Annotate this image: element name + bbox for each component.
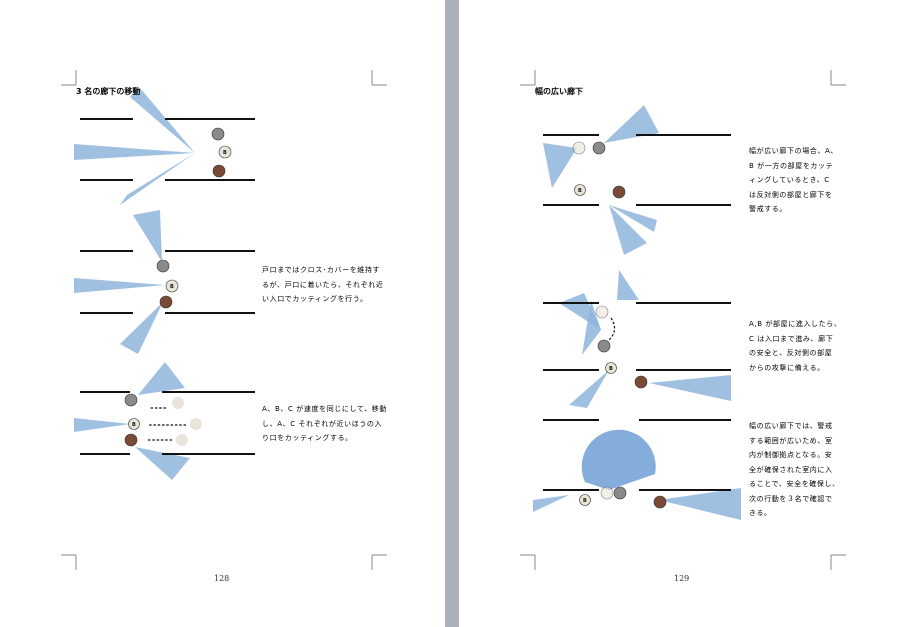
vision-cone: [74, 278, 165, 293]
page-number: 129: [674, 574, 690, 583]
vision-cone: [617, 270, 639, 300]
svg-text:B: B: [223, 150, 227, 156]
paragraph: 幅が広い廊下の場合、A、 B が一方の部屋をカッテ ィングしているとき、C は反…: [749, 147, 838, 213]
vision-cone: [604, 105, 659, 143]
operator-b: B: [165, 279, 179, 293]
vision-cone: [609, 205, 647, 255]
vision-cone: [135, 447, 190, 480]
svg-text:B: B: [583, 498, 587, 504]
operator-ghost: [572, 141, 586, 155]
operator-c: [612, 185, 626, 199]
operator-c: [212, 164, 226, 178]
vision-cone: [74, 144, 195, 160]
operator-a: [592, 141, 606, 155]
operator-c: [634, 375, 648, 389]
crop-marks: [520, 70, 846, 570]
diagram-wide-corridor-3: B: [533, 419, 741, 520]
operator-b: B: [128, 418, 140, 430]
diagram-corridor-3: B: [74, 362, 255, 480]
operator-c: [124, 433, 138, 447]
page-number: 128: [214, 574, 230, 583]
paragraph: A、B、C が速度を同じにして、移動 し、A、C それぞれが近いほうの入 り口を…: [262, 405, 387, 442]
operator-a: [124, 393, 138, 407]
vision-cone: [74, 418, 130, 432]
svg-text:B: B: [170, 284, 174, 290]
page-heading: 幅の広い廊下: [535, 87, 583, 96]
left-page: B B: [0, 0, 445, 627]
diagram-corridor-1: B: [74, 88, 255, 205]
svg-text:B: B: [578, 188, 582, 194]
operator-b: B: [574, 184, 586, 196]
operator-ghost: [600, 486, 614, 500]
vision-sector: [581, 429, 656, 490]
vision-cone: [582, 300, 601, 355]
paragraph: 戸口まではクロス･カバーを維持す るが、戸口に着いたら、それぞれ近 い入口でカッ…: [262, 266, 384, 303]
vision-cone: [533, 495, 569, 512]
ghost-positions: [172, 397, 202, 446]
left-page-diagrams: B B: [61, 70, 387, 570]
operator-a: [597, 339, 611, 353]
operator-b: B: [218, 145, 232, 159]
diagram-wide-corridor-2: B: [543, 270, 731, 408]
diagram-wide-corridor-1: B: [543, 105, 731, 255]
vision-cone: [120, 153, 195, 205]
vision-cone: [120, 302, 163, 354]
operator-a: [156, 259, 170, 273]
right-page-diagrams: B B: [520, 70, 846, 570]
operator-c: [653, 495, 667, 509]
page-heading: 3 名の廊下の移動: [76, 87, 141, 96]
vision-cone: [649, 375, 731, 401]
vision-cone: [569, 370, 609, 408]
paragraph: 幅の広い廊下では、警戒 する範囲が広いため、室 内が制御拠点となる。安 全が確保…: [749, 422, 840, 517]
svg-text:B: B: [609, 366, 613, 372]
right-page: B B: [459, 0, 900, 627]
vision-cone: [138, 362, 185, 395]
svg-text:B: B: [132, 422, 136, 428]
movement-arrow: [608, 317, 616, 341]
diagram-corridor-2: B: [74, 210, 255, 354]
vision-cone: [543, 143, 577, 188]
operator-ghost: [595, 305, 609, 319]
operator-b: B: [579, 494, 591, 506]
operator-b: B: [605, 362, 617, 374]
operator-a: [211, 127, 225, 141]
vision-cone: [609, 205, 657, 232]
vision-cone: [659, 488, 741, 520]
paragraph: A,B が部屋に進入したら、 C は入口まで進み、廊下 の安全と、反対側の部屋 …: [749, 320, 842, 372]
operator-a: [613, 486, 627, 500]
vision-cone: [130, 88, 195, 153]
crop-marks: [61, 70, 387, 570]
operator-c: [159, 295, 173, 309]
vision-cone: [133, 210, 162, 262]
